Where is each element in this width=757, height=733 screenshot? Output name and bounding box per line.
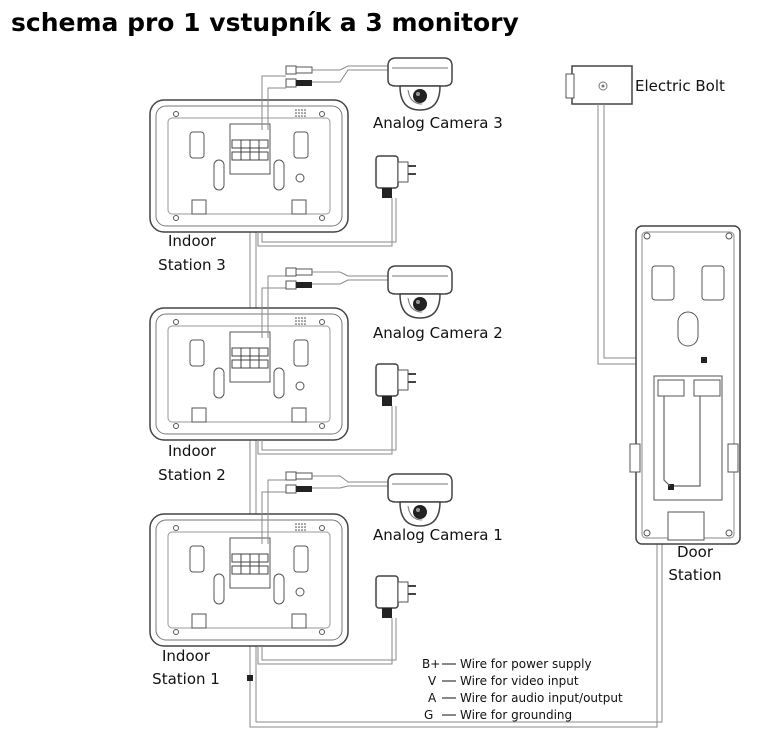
indoor-station-2-group (149, 265, 453, 455)
camera-2-label: Analog Camera 2 (373, 324, 503, 342)
legend-code-ground: G (424, 708, 433, 722)
indoor-station-2-label-line2: Station 2 (158, 466, 226, 484)
wire-legend: B+ Wire for power supply V Wire for vide… (422, 657, 623, 722)
analog-camera-1-device (387, 473, 453, 527)
legend-code-audio: A (428, 691, 437, 705)
power-adapter-2 (375, 363, 417, 407)
indoor-station-2-label-line1: Indoor (168, 442, 217, 460)
camera-2-pigtail (285, 267, 313, 290)
indoor-station-3-group (149, 57, 453, 247)
analog-camera-2-device (387, 265, 453, 319)
indoor-station-1-label-line2: Station 1 (152, 670, 220, 688)
indoor-station-1-group (149, 471, 453, 665)
analog-camera-3-device (387, 57, 453, 111)
diagram-title: schema pro 1 vstupník a 3 monitory (11, 8, 519, 37)
door-station-device (629, 225, 741, 545)
power-adapter-3 (375, 155, 417, 199)
indoor-station-1-label-line1: Indoor (162, 647, 211, 665)
power-adapter-1 (375, 575, 417, 619)
camera-1-pigtail (285, 471, 313, 494)
legend-text-ground: Wire for grounding (460, 708, 572, 722)
legend-text-audio: Wire for audio input/output (460, 691, 623, 705)
camera-3-label: Analog Camera 3 (373, 114, 503, 132)
indoor-station-1-device (149, 513, 349, 647)
indoor-station-2-device (149, 307, 349, 441)
legend-code-video: V (428, 674, 437, 688)
legend-text-power: Wire for power supply (460, 657, 592, 671)
indoor-station-3-device (149, 99, 349, 233)
legend-text-video: Wire for video input (460, 674, 579, 688)
door-station-label-line2: Station (668, 566, 721, 584)
indoor-station-3-label-line1: Indoor (168, 232, 217, 250)
electric-bolt-label: Electric Bolt (635, 77, 725, 95)
legend-code-power: B+ (422, 657, 440, 671)
camera-3-pigtail (285, 65, 313, 88)
camera-1-label: Analog Camera 1 (373, 526, 503, 544)
door-station-label-line1: Door (677, 543, 714, 561)
indoor-station-3-label-line2: Station 3 (158, 256, 226, 274)
